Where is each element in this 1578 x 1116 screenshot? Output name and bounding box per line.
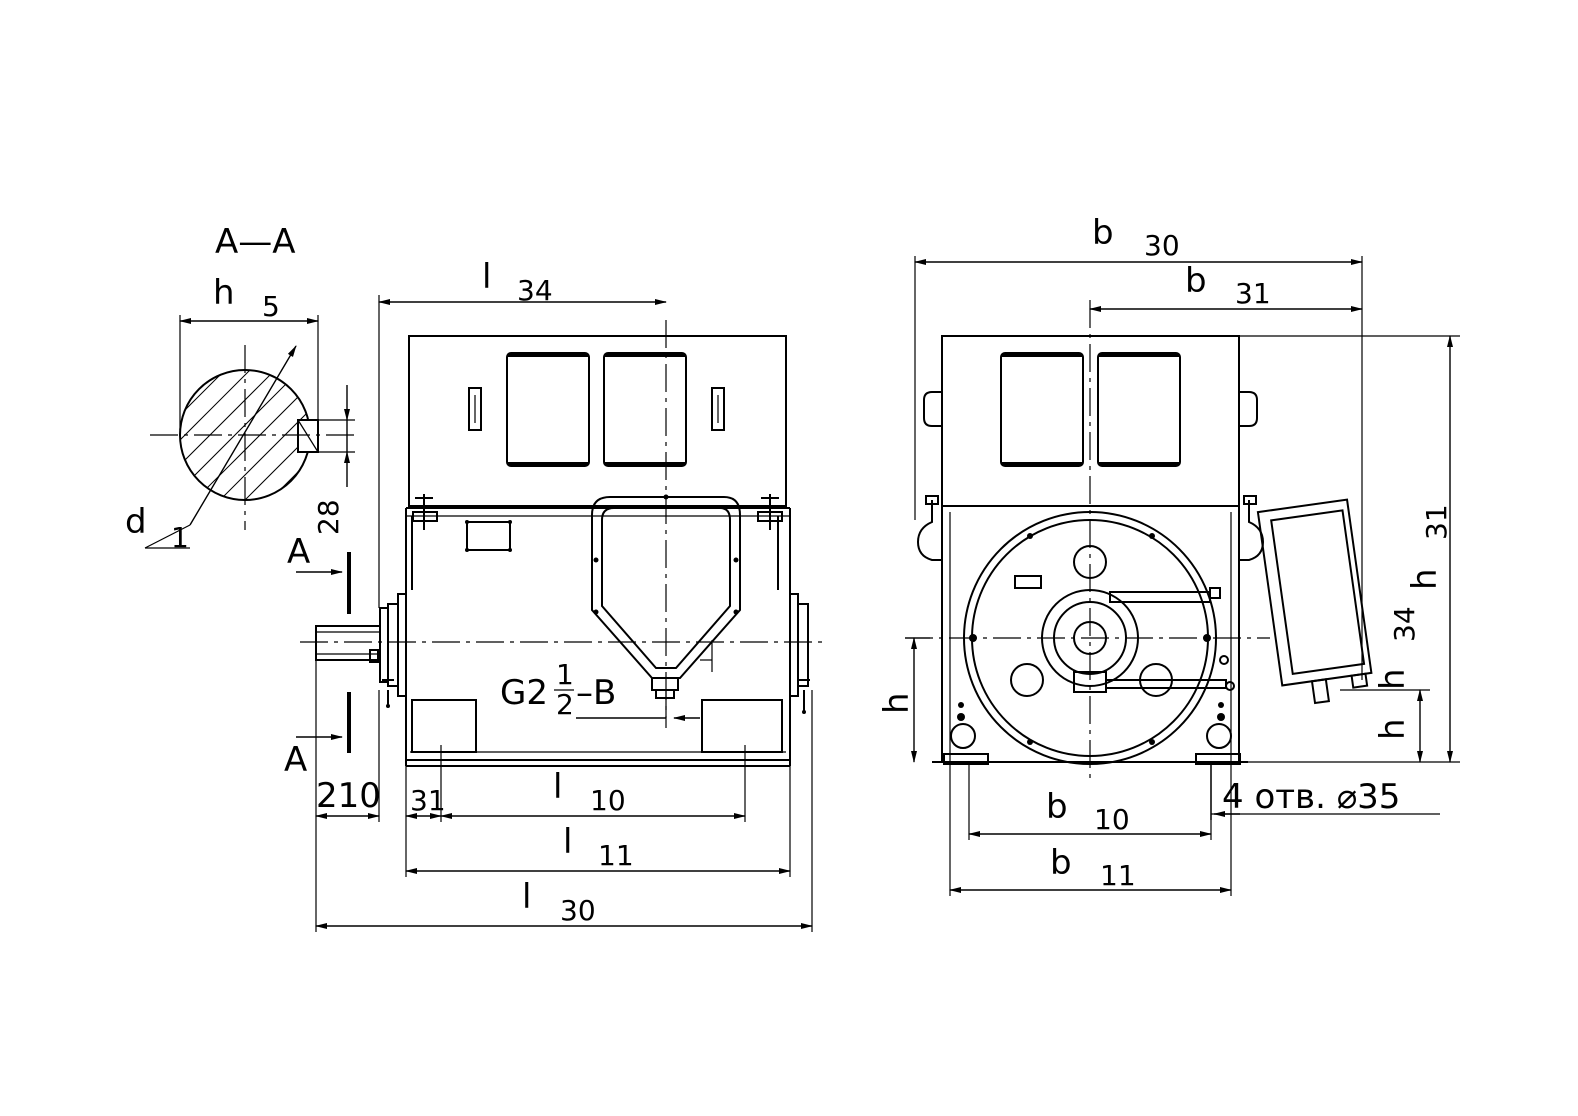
dim-l34-symbol: l: [482, 257, 491, 297]
dim-h-left: h: [877, 692, 917, 714]
dim-d1-symbol: d: [125, 502, 147, 542]
section-view-aa: A—A: [125, 222, 355, 554]
end-nameplate: [1014, 575, 1042, 589]
dim-b10-sub: 10: [1094, 803, 1130, 836]
window-left: [506, 352, 590, 467]
dim-h31-symbol: h: [1405, 568, 1445, 590]
non-drive-end: [789, 593, 810, 714]
dim-l11-symbol: l: [563, 822, 572, 862]
nameplate: [466, 521, 511, 551]
section-arrow-bottom: A: [284, 692, 351, 780]
dim-b31-symbol: b: [1185, 261, 1207, 301]
end-window-left: [1000, 352, 1084, 467]
dim-h5-sub: 5: [262, 290, 280, 323]
dim-d1-sub: 1: [171, 521, 189, 554]
end-view: b 30 b 31 h 31 h 34 h h b 10 b 11: [877, 213, 1460, 896]
lifting-eye-left: [412, 494, 438, 530]
dim-l10-sub: 10: [590, 784, 626, 817]
drive-end: [315, 593, 407, 708]
dim-l10-symbol: l: [553, 767, 562, 807]
thread-suffix: –B: [576, 673, 616, 713]
dim-210: 210: [316, 776, 381, 816]
tilted-terminal-box: [1256, 498, 1373, 705]
section-arrow-top: A: [287, 532, 351, 614]
foot-right: [701, 699, 783, 753]
dim-h34-sub: 34: [1388, 606, 1421, 642]
dim-b11-sub: 11: [1100, 859, 1136, 892]
thread-den: 2: [556, 688, 574, 721]
dim-l30-symbol: l: [522, 877, 531, 917]
foot-left: [411, 699, 477, 753]
lifting-eye-right: [757, 494, 783, 530]
hole-note: 4 отв. ⌀35: [1222, 777, 1400, 817]
section-letter-bottom: A: [284, 740, 307, 780]
dim-h5-symbol: h: [213, 273, 235, 313]
dim-b10-symbol: b: [1046, 787, 1068, 827]
side-handle-right: [711, 387, 725, 431]
dim-h34-symbol: h: [1373, 668, 1413, 690]
dim-31: 31: [410, 784, 446, 817]
dim-h-small: h: [1373, 718, 1413, 740]
dim-b11-symbol: b: [1050, 843, 1072, 883]
dim-l11-sub: 11: [598, 839, 634, 872]
dim-l30-sub: 30: [560, 894, 596, 927]
dim-28: 28: [312, 499, 345, 535]
thread-num: 1: [556, 658, 574, 691]
end-foot-left: [943, 753, 989, 765]
dim-b31-sub: 31: [1235, 277, 1271, 310]
side-view: A A: [284, 257, 828, 932]
terminal-box-cover: [591, 494, 741, 699]
thread-main: G2: [500, 673, 548, 713]
end-foot-right: [1195, 753, 1241, 765]
dim-b30-sub: 30: [1144, 229, 1180, 262]
dim-b30-symbol: b: [1092, 213, 1114, 253]
dim-l34-sub: 34: [517, 274, 553, 307]
end-window-right: [1097, 352, 1181, 467]
section-letter-top: A: [287, 532, 310, 572]
side-handle-left: [468, 387, 482, 431]
window-right: [603, 352, 687, 467]
section-title: A—A: [215, 222, 296, 262]
dim-h31-sub: 31: [1420, 504, 1453, 540]
